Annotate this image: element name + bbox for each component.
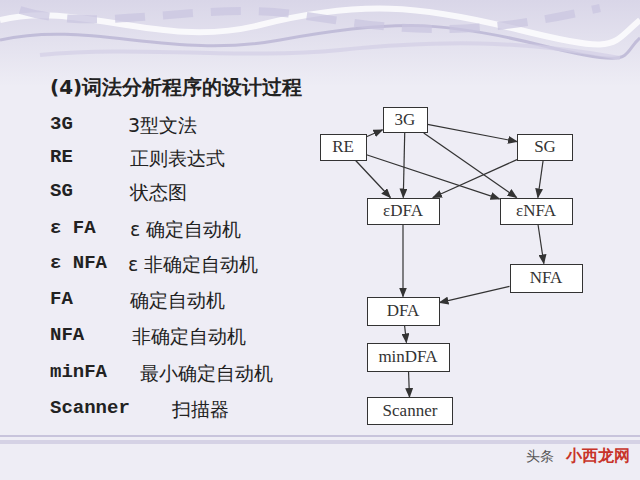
flow-arrow <box>538 225 544 264</box>
term-abbreviation: Scanner <box>50 397 130 419</box>
slide-title: (4)词法分析程序的设计过程 <box>50 74 302 101</box>
term-meaning: 最小确定自动机 <box>140 361 273 387</box>
process-box: DFA <box>367 297 440 326</box>
box-label: NFA <box>530 268 563 288</box>
box-label: minDFA <box>378 347 437 367</box>
term-abbreviation: ε NFA <box>50 252 107 274</box>
watermark: 头条 <box>526 448 554 466</box>
flow-arrow <box>440 286 510 302</box>
flow-arrow <box>428 124 518 141</box>
process-box: minDFA <box>367 343 450 372</box>
process-box: NFA <box>510 264 583 293</box>
term-abbreviation: SG <box>50 180 73 202</box>
flow-arrow <box>424 133 517 198</box>
term-meaning: 扫描器 <box>172 397 229 423</box>
term-meaning: 确定自动机 <box>130 288 225 314</box>
process-box: Scanner <box>367 397 453 425</box>
term-abbreviation: FA <box>50 288 73 310</box>
flow-arrow <box>367 130 383 137</box>
term-meaning: 正则表达式 <box>130 146 225 172</box>
box-label: SG <box>534 137 556 157</box>
flow-arrow <box>405 326 407 343</box>
process-box: εDFA <box>367 198 440 225</box>
process-box: SG <box>517 134 573 161</box>
term-abbreviation: NFA <box>50 324 84 346</box>
term-meaning: ε 确定自动机 <box>130 217 241 243</box>
term-meaning: 3型文法 <box>128 113 197 139</box>
term-meaning: 状态图 <box>130 180 187 206</box>
flow-arrow <box>433 160 517 198</box>
term-abbreviation: 3G <box>50 113 73 135</box>
box-label: Scanner <box>383 401 438 421</box>
box-label: RE <box>332 137 354 157</box>
term-abbreviation: minFA <box>50 361 107 383</box>
watermark: 小西龙网 <box>566 446 630 467</box>
term-abbreviation: ε FA <box>50 217 96 239</box>
term-meaning: ε 非确定自动机 <box>128 252 258 278</box>
term-abbreviation: RE <box>50 146 73 168</box>
process-box: RE <box>320 134 367 161</box>
box-label: εNFA <box>516 201 556 221</box>
process-box: 3G <box>383 107 428 133</box>
box-label: εDFA <box>383 201 423 221</box>
term-meaning: 非确定自动机 <box>132 324 246 350</box>
flow-arrow <box>356 161 391 198</box>
flow-arrow <box>403 133 404 198</box>
box-label: DFA <box>387 301 420 321</box>
box-label: 3G <box>395 110 416 130</box>
flow-arrow <box>402 225 403 297</box>
flow-arrow <box>408 372 410 398</box>
process-box: εNFA <box>500 198 573 225</box>
flow-arrow <box>538 161 543 198</box>
